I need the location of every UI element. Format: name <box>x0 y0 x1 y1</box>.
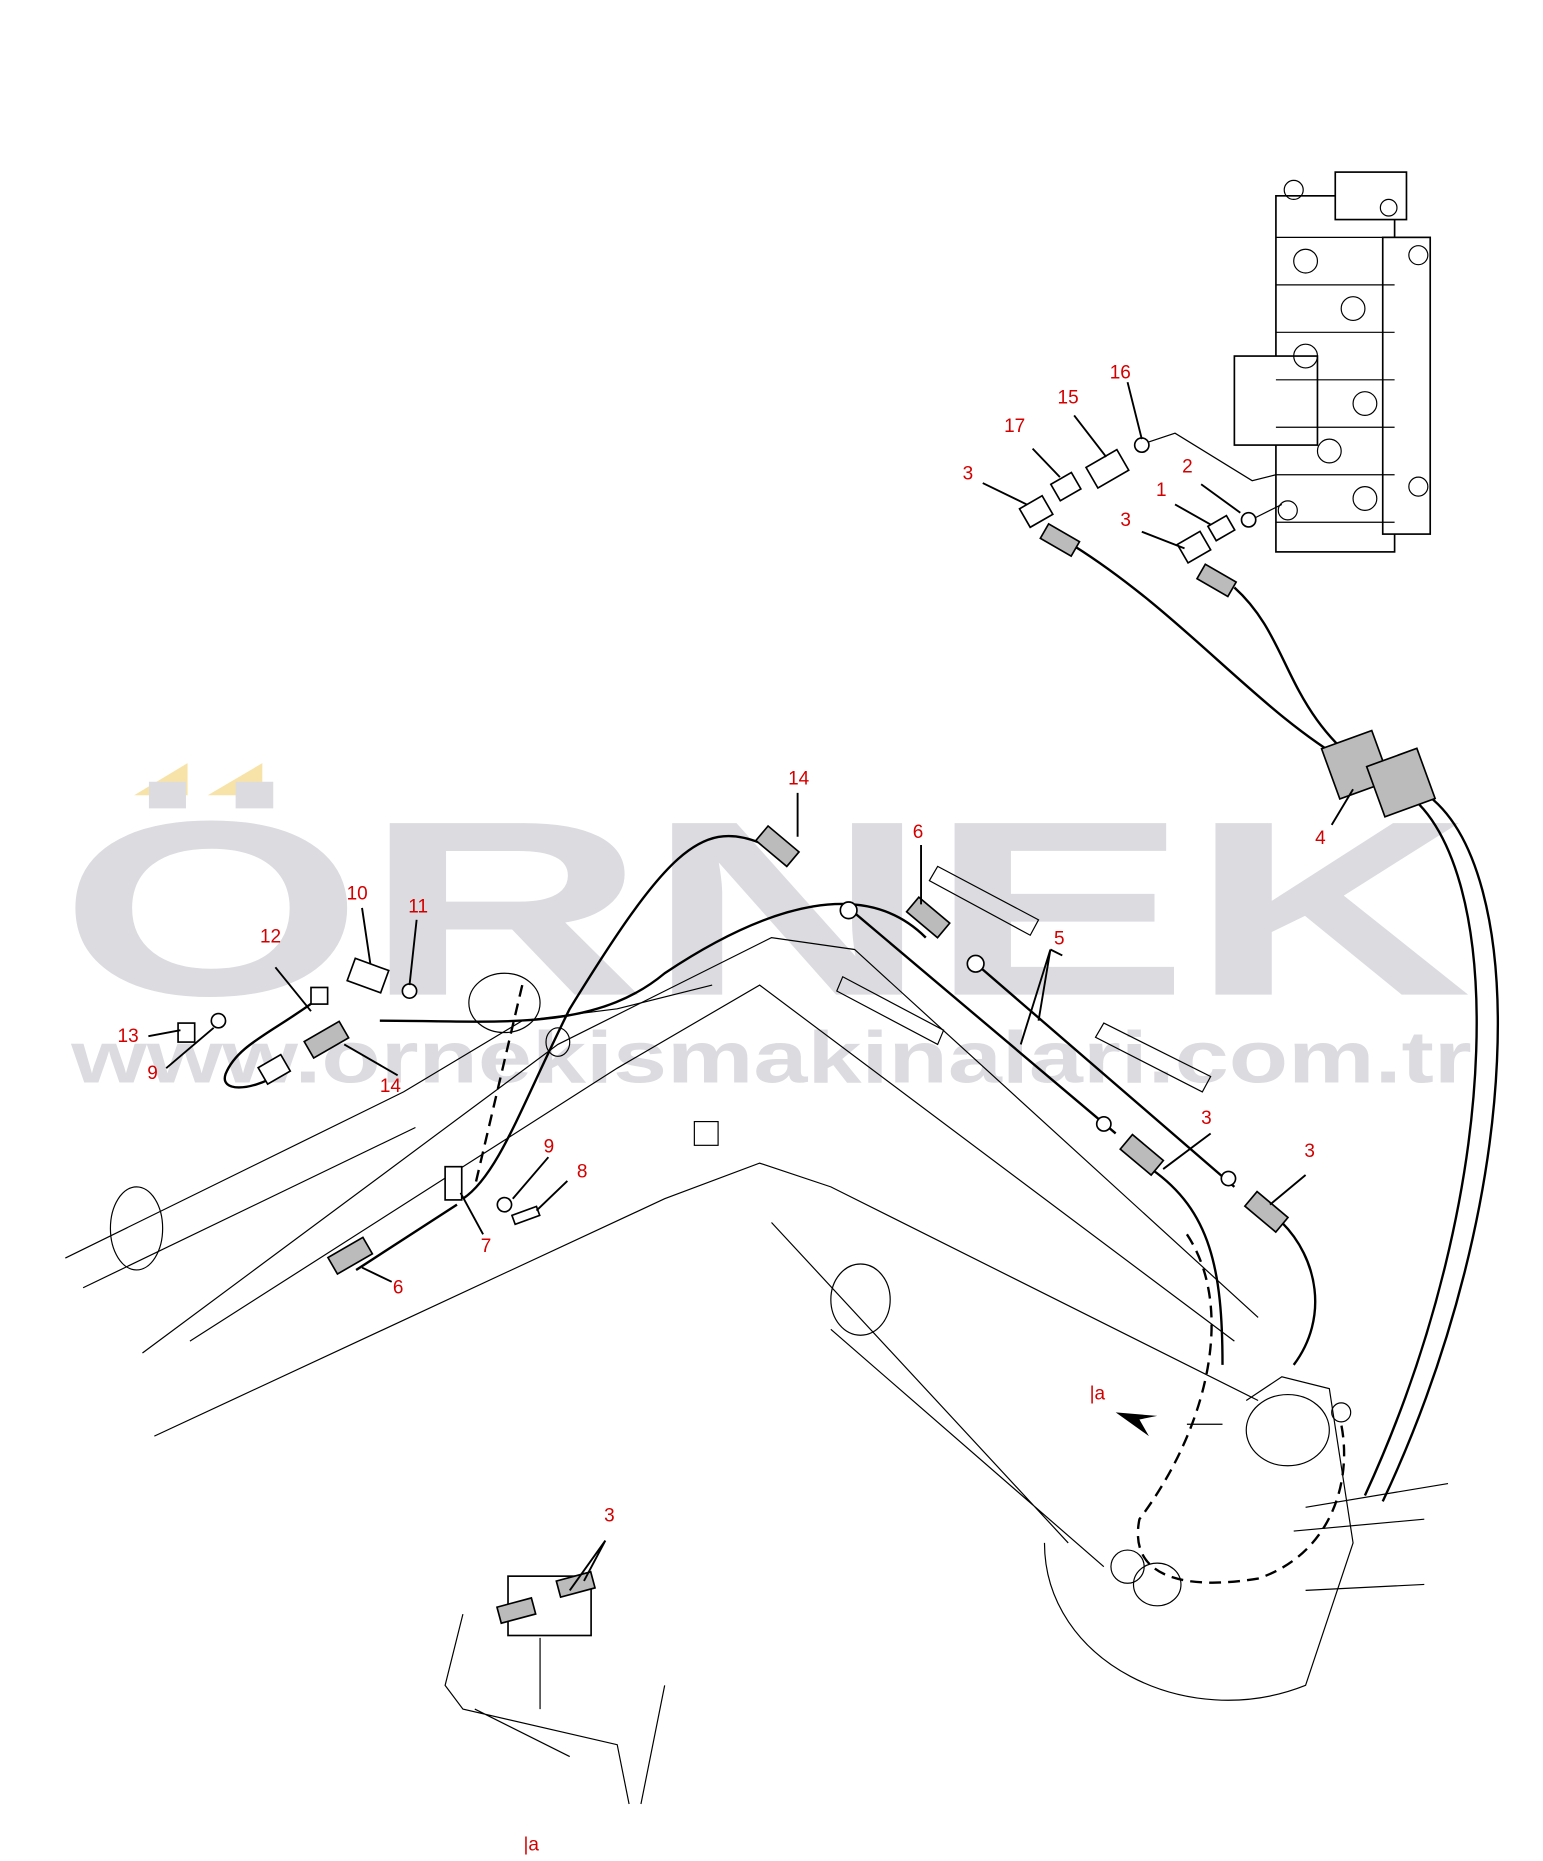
watermark-brand: ÖRNEK <box>59 769 1471 1048</box>
callout-3: 3 <box>1201 1108 1212 1129</box>
leader-lines <box>148 381 1354 1591</box>
callout-5: 5 <box>1054 929 1065 950</box>
watermark-url: www.ornekismakinalari.com.tr <box>70 1015 1472 1098</box>
callout-11: 11 <box>408 897 428 918</box>
callout-3: 3 <box>963 463 974 484</box>
callout-15: 15 <box>1058 388 1079 409</box>
watermark: ÖRNEK www.ornekismakinalari.com.tr <box>59 763 1472 1098</box>
callout-16: 16 <box>1110 363 1131 384</box>
detail-a <box>444 1570 666 1805</box>
callout-2: 2 <box>1182 456 1193 477</box>
callout-detail-a: |a <box>1090 1383 1106 1404</box>
callout-14: 14 <box>788 769 809 790</box>
fittings <box>177 437 1437 1437</box>
hidden-hose-run <box>1136 1233 1346 1584</box>
callout-7: 7 <box>481 1236 492 1257</box>
callout-detail-a: |a <box>523 1834 539 1855</box>
callout-3: 3 <box>1304 1141 1315 1162</box>
callout-12: 12 <box>260 926 281 947</box>
arrow-a-icon <box>1115 1412 1158 1437</box>
callout-14: 14 <box>380 1076 401 1097</box>
callout-9: 9 <box>147 1063 158 1084</box>
callout-17: 17 <box>1004 416 1025 437</box>
boom-arm <box>65 865 1449 1701</box>
callout-9: 9 <box>544 1136 555 1157</box>
callout-13: 13 <box>118 1026 139 1047</box>
callout-8: 8 <box>577 1161 588 1182</box>
hidden-hose-run-2 <box>473 984 524 1188</box>
callout-6: 6 <box>393 1278 404 1299</box>
callout-1: 1 <box>1156 480 1167 501</box>
callout-labels: 16 15 17 3 2 1 3 14 6 4 5 10 11 12 13 9 … <box>118 363 1326 1856</box>
callout-4: 4 <box>1315 828 1326 849</box>
callout-3: 3 <box>1120 510 1131 531</box>
callout-10: 10 <box>347 884 368 905</box>
callout-3: 3 <box>604 1506 615 1527</box>
control-valve <box>1139 171 1432 553</box>
callout-6: 6 <box>913 822 924 843</box>
